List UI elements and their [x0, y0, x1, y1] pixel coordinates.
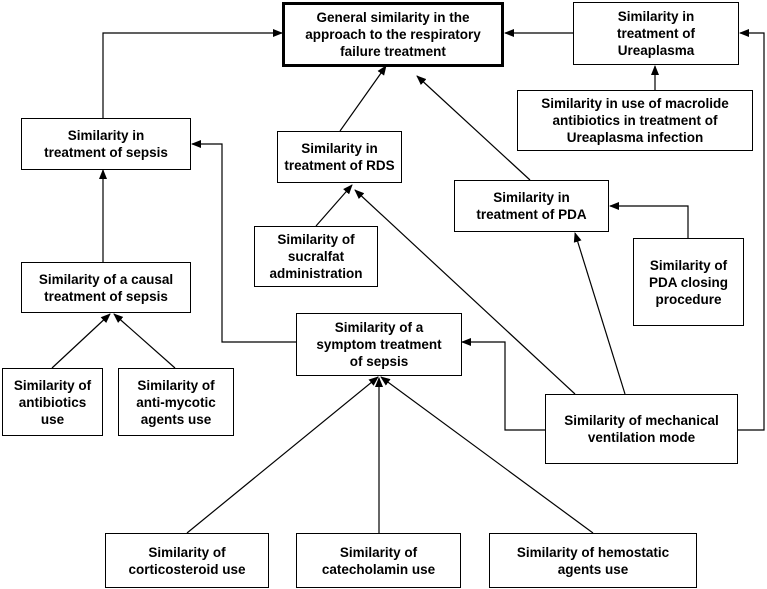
edge-pdaclosing-to-pda: [609, 202, 689, 238]
edge-ventilation-to-symptom: [461, 338, 545, 431]
edge-antibiotics-to-causal: [51, 313, 111, 369]
node-catecholamin-use: Similarity of catecholamin use: [296, 533, 461, 588]
node-corticosteroid-use: Similarity of corticosteroid use: [105, 533, 269, 588]
edge-pda-to-general: [416, 75, 531, 181]
node-macrolide-use: Similarity in use of macrolide antibioti…: [517, 90, 753, 151]
edge-ventilation-to-ureaplasma: [738, 29, 765, 431]
node-symptom-treatment-sepsis: Similarity of a symptom treatment of sep…: [296, 313, 462, 376]
node-treatment-ureaplasma: Similarity in treatment of Ureaplasma: [573, 2, 739, 65]
node-general-similarity: General similarity in the approach to th…: [282, 2, 504, 67]
edge-sepsis-to-general: [102, 29, 283, 118]
node-treatment-pda: Similarity in treatment of PDA: [454, 180, 609, 232]
node-mechanical-ventilation-mode: Similarity of mechanical ventilation mod…: [545, 394, 738, 464]
edge-corticosteroid-to-symptom: [186, 376, 379, 534]
edge-ventilation-to-rds: [354, 189, 576, 395]
node-treatment-rds: Similarity in treatment of RDS: [277, 131, 402, 183]
node-treatment-sepsis: Similarity in treatment of sepsis: [21, 118, 191, 170]
edge-sucralfat-to-rds: [315, 184, 353, 227]
node-sucralfat-administration: Similarity of sucralfat administration: [254, 226, 378, 287]
node-antimycotic-agents-use: Similarity of anti-mycotic agents use: [118, 368, 234, 436]
edge-antimycotic-to-causal: [113, 313, 176, 369]
edge-symptom-to-sepsis: [191, 140, 296, 343]
edge-ventilation-to-pda: [573, 232, 626, 395]
node-pda-closing-procedure: Similarity of PDA closing procedure: [633, 238, 744, 326]
edge-hemostatic-to-symptom: [380, 376, 594, 534]
node-antibiotics-use: Similarity of antibiotics use: [2, 368, 103, 436]
node-causal-treatment-sepsis: Similarity of a causal treatment of seps…: [21, 262, 191, 313]
edge-rds-to-general: [339, 65, 387, 132]
node-hemostatic-agents-use: Similarity of hemostatic agents use: [489, 533, 697, 588]
